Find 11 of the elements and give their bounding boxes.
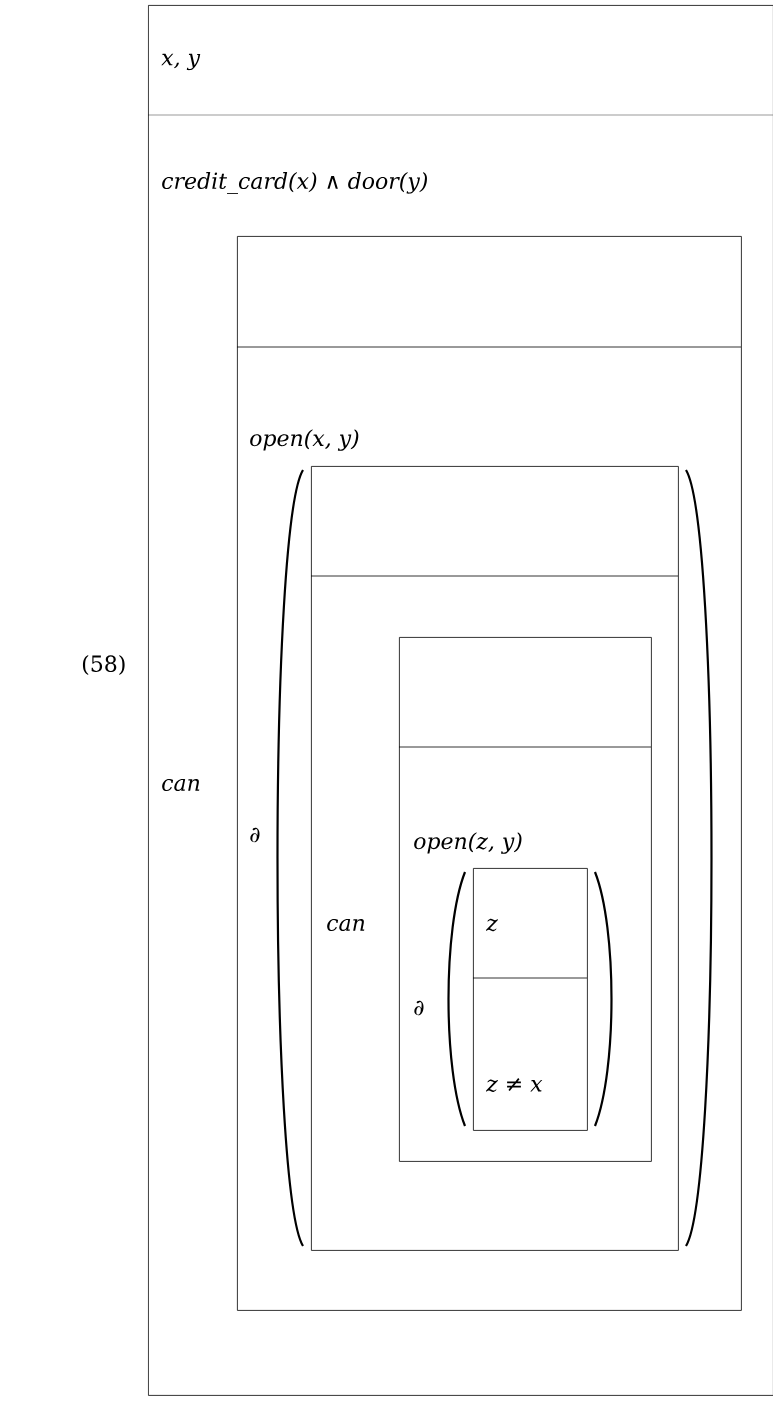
condition-text: z [486, 918, 498, 932]
condition-text: z ≠ x [486, 1078, 543, 1092]
condition-text: ∂ [250, 827, 260, 843]
condition-text: open(x, y) [250, 429, 359, 451]
condition-text: open(z, y) [414, 832, 522, 854]
condition-text: can [327, 919, 365, 932]
condition-text: ∂ [414, 1000, 424, 1016]
example-number: (58) [82, 654, 125, 676]
condition-text: x, y [161, 53, 201, 71]
condition-text: credit_card(x) ∧ door(y) [162, 172, 427, 194]
condition-text: can [162, 779, 200, 792]
